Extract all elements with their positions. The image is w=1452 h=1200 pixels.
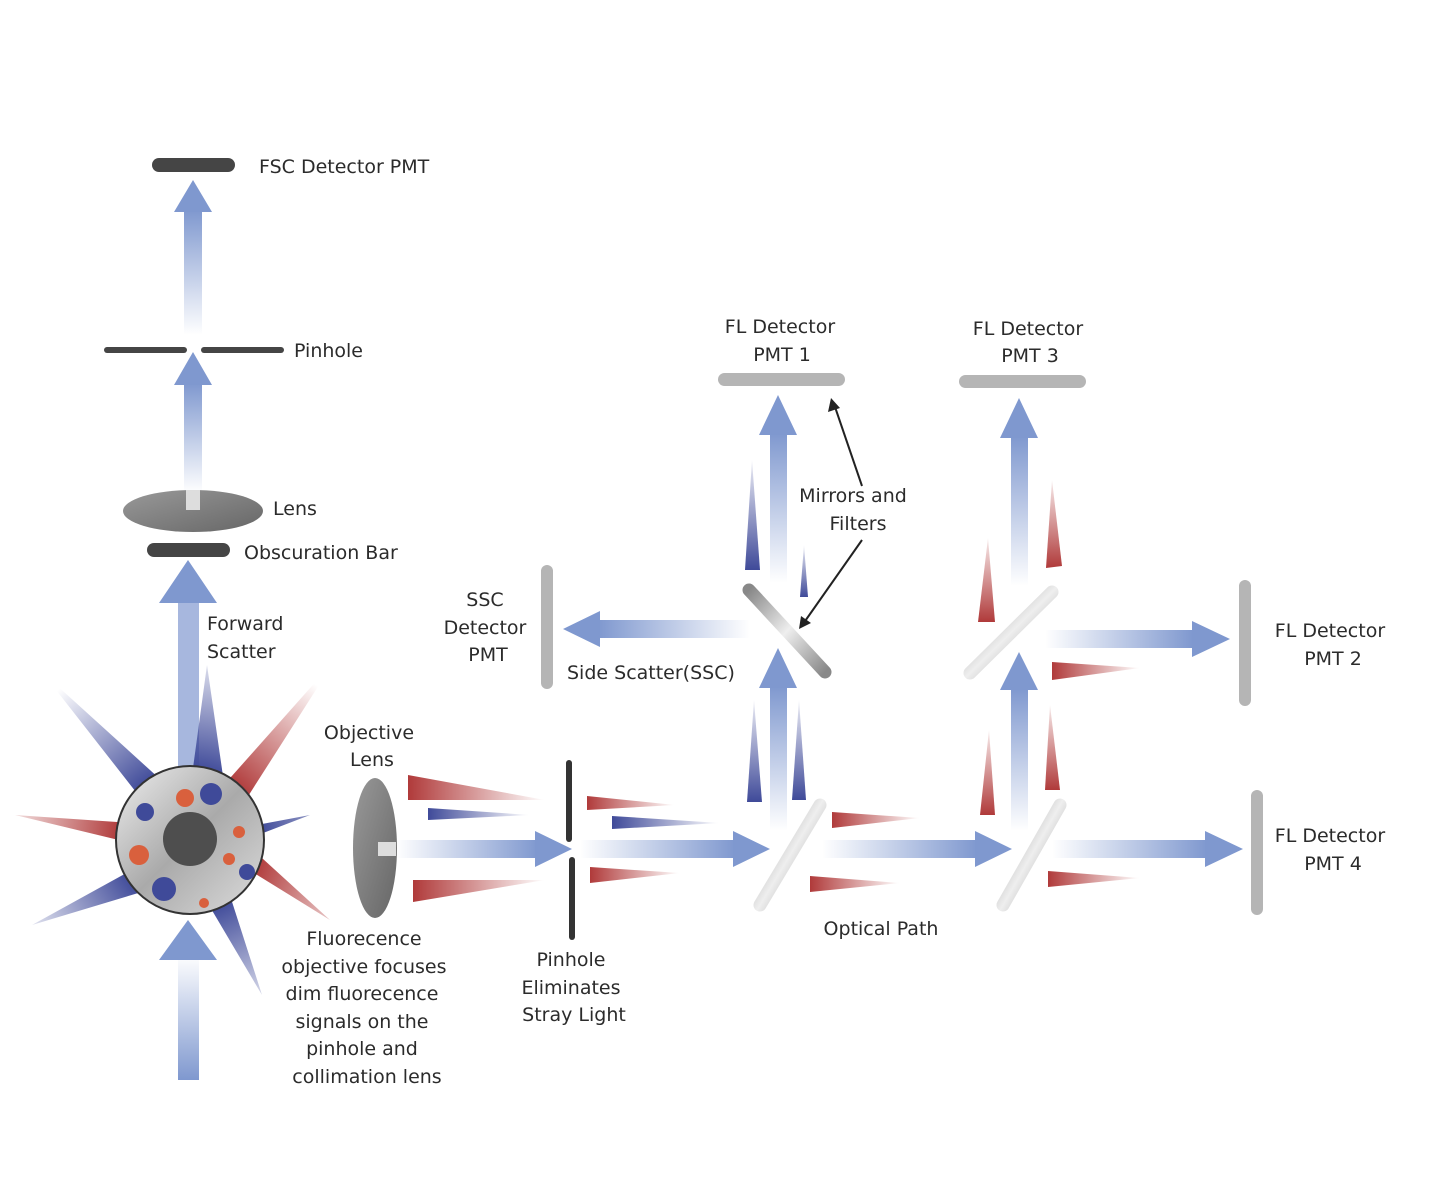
nucleus [163, 812, 217, 866]
red-wedge [1048, 871, 1140, 887]
objective-lens [353, 778, 397, 918]
label-obscuration-bar: Obscuration Bar [244, 542, 398, 564]
mirrors-filters-pointers [799, 398, 863, 629]
beam-arrow-up-from-mirror-2 [1000, 652, 1038, 831]
label-fl-pmt2: FL Detector PMT 2 [1275, 620, 1391, 670]
blue-wedge [428, 808, 530, 820]
fl-detector-pmt4 [1251, 790, 1263, 915]
red-wedge [587, 796, 675, 810]
red-wedge [980, 730, 995, 815]
beam-arrow-to-pmt4 [1052, 831, 1243, 867]
red-wedge [413, 880, 545, 902]
fsc-detector-pmt [152, 158, 235, 172]
beam-arrow-to-pmt1 [759, 395, 797, 583]
red-wedge [832, 812, 920, 828]
label-pinhole: Pinhole [294, 340, 363, 362]
red-wedge [978, 538, 995, 622]
red-wedge [810, 876, 900, 892]
label-mirrors-filters: Mirrors and Filters [799, 485, 913, 535]
lens [123, 490, 263, 532]
forward-scatter-arrow [159, 560, 217, 770]
blue-wedge [747, 700, 762, 802]
dichroic-mirror-2-lower [996, 798, 1067, 912]
beam-arrow-to-mirror-2 [822, 831, 1012, 867]
dichroic-mirror-1-lower [753, 798, 827, 912]
fl-detector-pmt2 [1239, 580, 1251, 706]
red-wedge [590, 867, 680, 883]
blue-wedge [800, 545, 808, 597]
excitation-beam-arrow [159, 920, 217, 1080]
beam-arrow-up-from-mirror-1 [759, 648, 797, 831]
label-pinhole-note: Pinhole Eliminates Stray Light [521, 949, 626, 1026]
dichroic-mirror-2-upper [963, 585, 1059, 680]
label-forward-scatter: Forward Scatter [207, 613, 289, 663]
ray-blue [190, 665, 225, 790]
label-fsc-detector: FSC Detector PMT [259, 156, 430, 178]
blue-wedge [745, 460, 760, 570]
label-optical-path: Optical Path [824, 918, 939, 940]
side-scatter-arrow [563, 611, 750, 647]
pinhole-vertical-bottom [569, 857, 575, 940]
label-fl-pmt3: FL Detector PMT 3 [973, 318, 1089, 367]
ray-blue [42, 672, 172, 810]
fl-detector-pmt3 [959, 375, 1086, 388]
label-objective-lens: Objective Lens [324, 722, 420, 771]
emission-rays [15, 660, 335, 995]
label-side-scatter: Side Scatter(SSC) [567, 662, 735, 684]
beam-arrow-to-pmt3 [1000, 398, 1038, 586]
ssc-detector-pmt [541, 565, 553, 689]
cell [115, 765, 265, 915]
pinhole-vertical-top [566, 760, 572, 842]
lens-beam-stub [186, 490, 200, 510]
pinhole-bar-left [104, 347, 187, 353]
label-fl-pmt1: FL Detector PMT 1 [725, 316, 841, 366]
beam-arrow-to-pinhole [174, 352, 212, 493]
red-wedge [1045, 705, 1060, 790]
red-wedge [1046, 480, 1062, 568]
dichroic-mirror-1-upper [742, 583, 832, 679]
pinhole-bar-right [201, 347, 284, 353]
blue-wedge [792, 700, 806, 800]
obscuration-bar [147, 543, 230, 557]
label-fluorescence-note: Fluorecence objective focuses dim fluore… [281, 928, 452, 1088]
beam-arrow-to-pmt2 [1045, 621, 1230, 657]
ray-red [215, 660, 335, 812]
label-fl-pmt4: FL Detector PMT 4 [1275, 825, 1391, 875]
red-wedge [1052, 662, 1140, 680]
beam-arrow-to-mirror-1 [580, 831, 770, 867]
fl-detector-pmt1 [718, 373, 845, 386]
beam-arrow-to-pinhole-main [396, 831, 572, 867]
blue-wedge [612, 816, 720, 829]
beam-arrow-to-fsc [174, 180, 212, 335]
red-wedge [408, 775, 545, 800]
label-lens: Lens [273, 498, 317, 520]
label-ssc-detector: SSC Detector PMT [444, 589, 533, 666]
objective-beam-stub [378, 842, 396, 856]
